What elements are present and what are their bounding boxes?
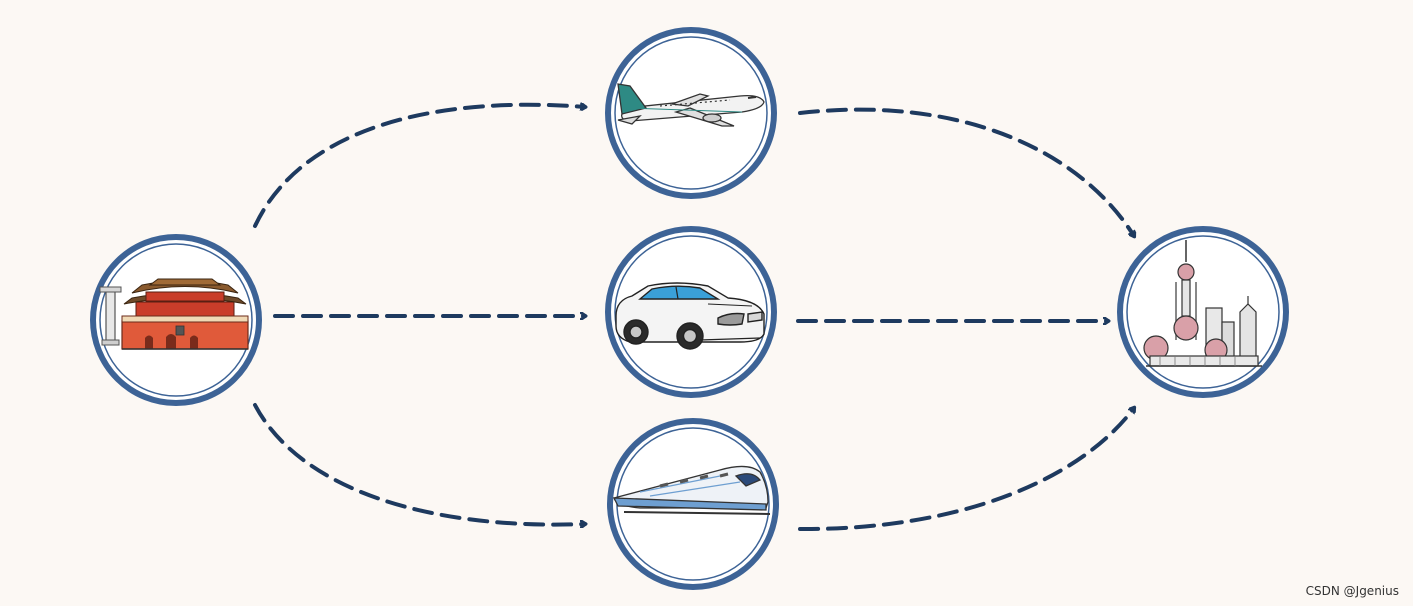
- node-train: [607, 418, 779, 590]
- airplane-icon: [617, 83, 765, 127]
- node-plane: [605, 27, 777, 199]
- edges: [253, 105, 1134, 532]
- edge-origin-to-train: [253, 403, 585, 525]
- high-speed-train-icon: [612, 465, 771, 515]
- tiananmen-gate-icon: [99, 278, 249, 350]
- car-icon: [615, 282, 765, 350]
- node-destination: [1117, 226, 1289, 398]
- edge-origin-to-plane: [253, 105, 585, 228]
- edge-plane-to-destination: [798, 107, 1134, 236]
- edge-train-to-destination: [798, 408, 1134, 532]
- shanghai-skyline-icon: [1143, 240, 1262, 367]
- watermark-text: CSDN @Jgenius: [1305, 584, 1399, 598]
- node-car: [605, 226, 777, 398]
- node-origin: [90, 234, 262, 406]
